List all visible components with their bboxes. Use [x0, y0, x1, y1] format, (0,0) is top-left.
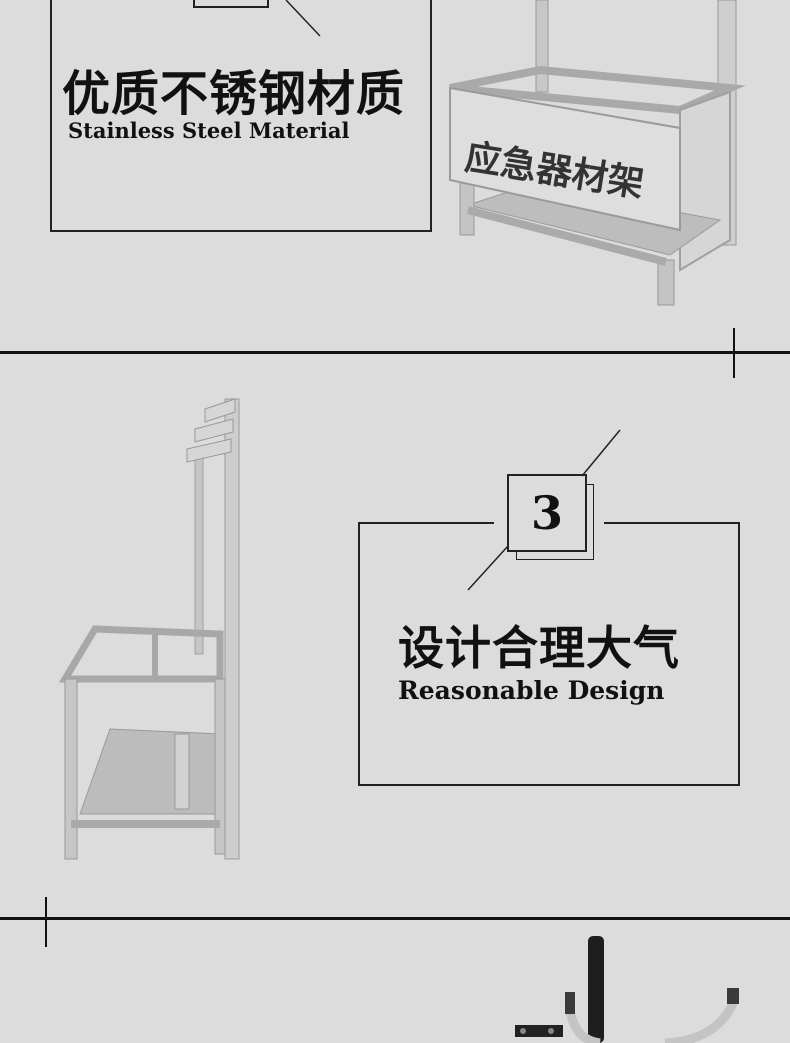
section-1-title-cn: 优质不锈钢材质 — [62, 66, 406, 122]
section-3 — [0, 920, 790, 1043]
section-1-title-en: Stainless Steel Material — [68, 118, 350, 143]
divider-tick-1 — [733, 328, 735, 378]
hose-rack-image — [515, 936, 740, 1043]
section-2: 3 设计合理大气 Reasonable Design — [0, 354, 790, 947]
number-box: 3 — [507, 474, 587, 552]
equipment-rack-image — [449, 0, 746, 306]
section-1-number-box-remnant — [193, 0, 269, 8]
section-divider-1 — [0, 351, 790, 354]
section-1-diagonal-line — [285, 0, 321, 37]
divider-tick-2 — [45, 897, 47, 947]
section-1: 优质不锈钢材质 Stainless Steel Material 应急器材架 — [0, 0, 790, 378]
sign-panel — [449, 86, 681, 232]
section-2-title-cn: 设计合理大气 — [398, 621, 680, 675]
section-2-diagonal-lines — [467, 429, 621, 591]
section-number: 3 — [530, 486, 563, 540]
section-2-title-en: Reasonable Design — [398, 676, 665, 705]
section-divider-2 — [0, 917, 790, 920]
section-1-frame — [50, 0, 432, 232]
section-2-frame-top-left — [358, 522, 494, 524]
section-2-frame — [358, 522, 740, 786]
tall-rack-image — [58, 398, 240, 860]
section-2-frame-top-right — [604, 522, 738, 524]
